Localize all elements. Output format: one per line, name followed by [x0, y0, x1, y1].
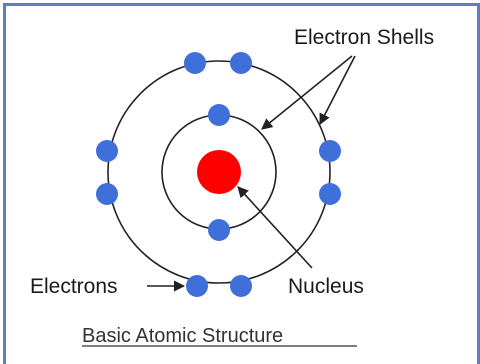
electron: [184, 52, 206, 74]
electron: [319, 140, 341, 162]
electron: [96, 183, 118, 205]
electron: [230, 275, 252, 297]
electron: [319, 183, 341, 205]
diagram-frame: [3, 3, 480, 364]
outer-electron-shell: [107, 60, 331, 284]
electron: [96, 140, 118, 162]
electron: [230, 52, 252, 74]
electron: [186, 275, 208, 297]
electrons-label: Electrons: [30, 275, 118, 298]
electron: [208, 219, 230, 241]
electron: [208, 104, 230, 126]
electron-shells-label: Electron Shells: [294, 26, 434, 49]
electron-shells-arrow-inner: [261, 55, 353, 130]
nucleus-label: Nucleus: [288, 275, 364, 298]
nucleus-arrow: [237, 186, 313, 269]
electron-shells-arrow-outer: [319, 55, 356, 125]
nucleus: [197, 150, 241, 194]
diagram-caption: Basic Atomic Structure: [82, 325, 283, 347]
